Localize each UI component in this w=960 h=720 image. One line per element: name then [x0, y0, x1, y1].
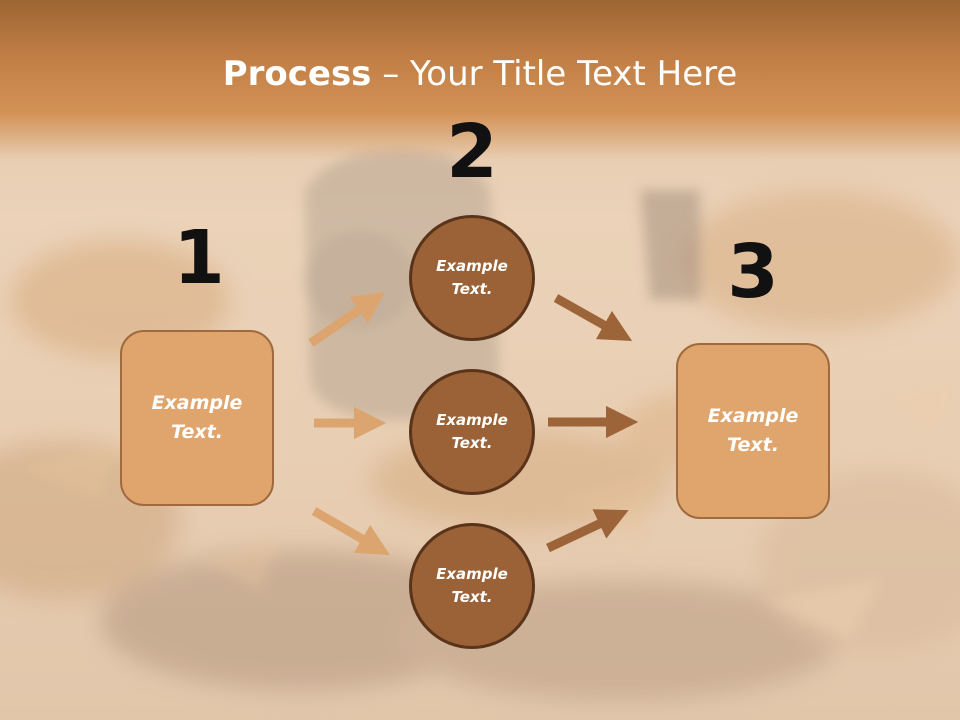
- circle-bottom: Example Text.: [409, 523, 535, 649]
- arrow-left-bottom: [311, 507, 391, 556]
- right-box: Example Text.: [676, 343, 830, 519]
- step-number-2: 2: [446, 109, 498, 195]
- circle-top-text: Example Text.: [436, 257, 508, 298]
- left-box-text: Example Text.: [151, 392, 243, 443]
- right-box-text: Example Text.: [707, 405, 799, 456]
- circle-top: Example Text.: [409, 215, 535, 341]
- arrow-right-top: [553, 294, 633, 341]
- left-box: Example Text.: [120, 330, 274, 506]
- step-number-3: 3: [727, 229, 779, 315]
- circle-middle-text: Example Text.: [436, 411, 508, 452]
- arrow-left-top: [308, 291, 386, 347]
- title-bold: Process: [222, 54, 372, 94]
- step-number-1: 1: [173, 215, 225, 301]
- title-band: [0, 0, 960, 160]
- circle-middle: Example Text.: [409, 369, 535, 495]
- title-rest: – Your Title Text Here: [371, 54, 738, 94]
- arrow-right-bottom: [546, 509, 629, 553]
- circle-bottom-text: Example Text.: [436, 565, 508, 606]
- slide-title: Process – Your Title Text Here: [0, 52, 960, 96]
